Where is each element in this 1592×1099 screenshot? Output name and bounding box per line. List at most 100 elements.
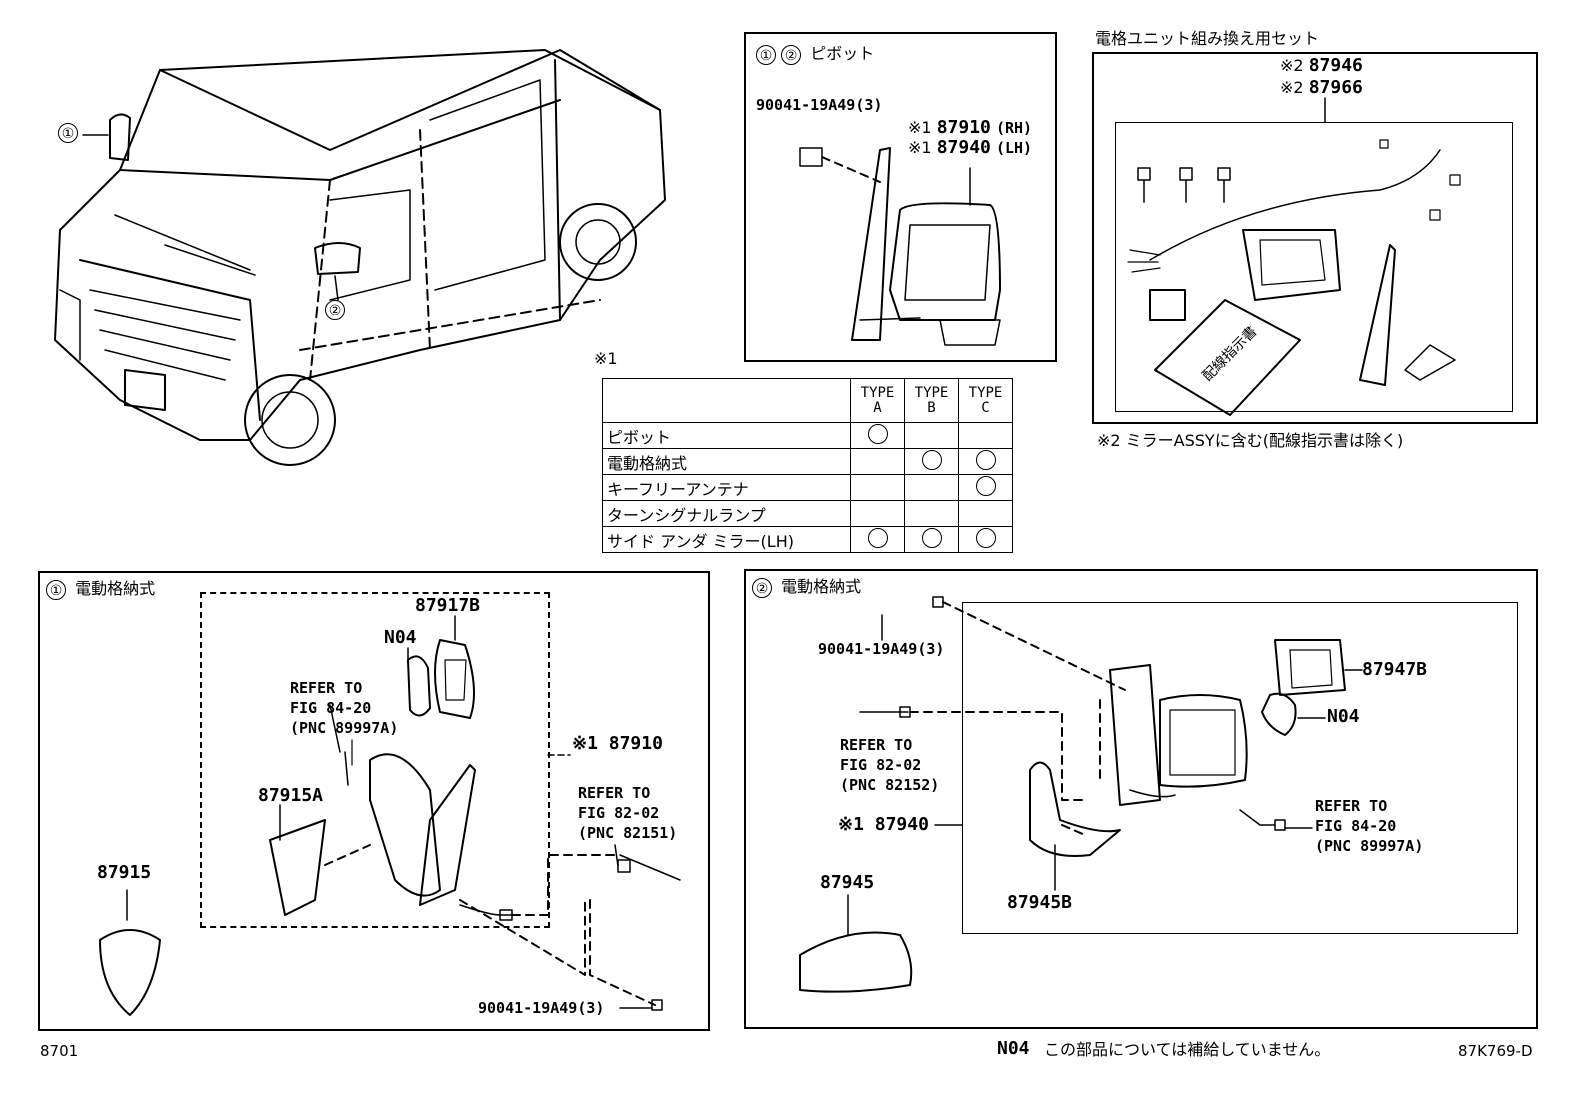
row-mark [850,474,905,501]
panel-two-bolt: 90041-19A49(3) [818,640,945,658]
refer-fig-82-02: REFER TO FIG 82-02 (PNC 82151) [578,784,678,842]
n04-label: N04 [997,1038,1030,1059]
table-col-header: TYPE A [850,378,905,423]
availability-mark [867,423,888,444]
row-label: ターンシグナルランプ [602,500,851,527]
row-mark [850,526,905,553]
table-header-row: TYPE A TYPE B TYPE C [602,378,1013,423]
pivot-title: ピボット [810,44,875,63]
refer-fig-84-20: REFER TO FIG 84-20 (PNC 89997A) [290,679,399,737]
availability-mark [975,449,996,470]
panel-one-assy-box [200,592,550,928]
availability-mark [921,527,942,548]
table-corner [602,378,851,423]
row-label: 電動格納式 [602,448,851,475]
kit-part-b-row: ※2 87966 [1280,78,1363,98]
kit-inner-box [1115,122,1513,412]
kit-panel [1092,52,1538,424]
kit-illustration [1127,139,1461,416]
row-mark [850,422,905,449]
page-code: 8701 [40,1042,79,1060]
assy-87910: ※1 87910 [572,733,663,754]
table-row: ターンシグナルランプ [602,500,1013,527]
panel-two-assy-box [962,602,1518,934]
leader-lines [126,97,1363,1009]
refer-fig-82-02: REFER TO FIG 82-02 (PNC 82152) [840,736,940,794]
pivot-panel [744,32,1057,362]
row-mark [958,422,1013,449]
row-mark [904,448,959,475]
table-row: キーフリーアンテナ [602,474,1013,501]
pivot-lh-part: 87940 [936,137,991,158]
pivot-rh-side: (RH) [995,119,1033,137]
panel-one [38,571,710,1031]
panel2-illustration [799,596,1346,993]
row-mark [958,500,1013,527]
row-mark [904,474,959,501]
pivot-rh-part: 87910 [936,117,991,138]
assy-87910-row: ※1 87910 [572,734,663,754]
availability-mark [921,449,942,470]
assy-87940: ※1 87940 [838,814,929,835]
row-mark [850,448,905,475]
panel-one-label: 電動格納式 [75,579,156,598]
availability-mark [975,527,996,548]
row-label: ピボット [602,422,851,449]
row-mark [904,500,959,527]
pivot-lh-side: (LH) [995,139,1033,157]
table-note-mark: ※1 [594,349,618,368]
availability-mark [975,475,996,496]
table-col-header: TYPE C [958,378,1013,423]
panel1-illustration [99,639,681,1016]
panel-two [744,569,1538,1029]
row-mark [904,526,959,553]
table-row: 電動格納式 [602,448,1013,475]
row-mark [958,526,1013,553]
note-mark: ※2 [1280,56,1304,75]
row-mark [904,422,959,449]
note-mark: ※2 [1280,78,1304,97]
assy-87940-row: ※1 87940 [838,815,929,835]
availability-mark [867,527,888,548]
kit-part-a-row: ※2 87946 [1280,56,1363,76]
part-87915A: 87915A [258,785,324,806]
callout-one: ① [756,44,776,65]
part-87917B: 87917B [415,595,481,616]
row-label: キーフリーアンテナ [602,474,851,501]
callout-one: ① [58,123,78,143]
callout-two: ② [752,577,772,598]
panel-one-bolt: 90041-19A49(3) [478,999,605,1017]
pivot-panel-title: ① ② ピボット [756,44,874,65]
part-87945: 87945 [820,872,875,893]
pivot-rh-row: ※1 87910 (RH) [908,118,1032,138]
van-illustration [54,49,666,466]
pivot-bolt-part: 90041-19A49(3) [756,96,883,114]
callout-one: ① [46,579,66,600]
type-table: TYPE A TYPE B TYPE C ピボット 電動格納式 キーフリーアンテ… [602,378,1013,553]
note-mark: ※1 [908,138,932,157]
part-N04: N04 [1327,706,1360,727]
row-mark [958,474,1013,501]
row-mark [850,500,905,527]
kit-part-a: 87946 [1308,55,1363,76]
n04-note: この部品については補給していません。 [1044,1040,1331,1059]
table-col-header: TYPE B [904,378,959,423]
pivot-mirror-illustration [799,147,1001,346]
panel-two-title: ② 電動格納式 [752,577,861,598]
pivot-lh-row: ※1 87940 (LH) [908,138,1032,158]
refer-fig-84-20: REFER TO FIG 84-20 (PNC 89997A) [1315,797,1424,855]
row-mark [958,448,1013,475]
kit-title: 電格ユニット組み換え用セット [1095,29,1320,48]
row-label: サイド アンダ ミラー(LH) [602,526,851,553]
part-87945B: 87945B [1007,892,1073,913]
part-87947B: 87947B [1362,659,1428,680]
figure-code: 87K769-D [1458,1042,1533,1060]
panel-one-title: ① 電動格納式 [46,579,155,600]
callout-two: ② [781,44,802,65]
note-mark: ※1 [908,118,932,137]
kit-footnote: ※2 ミラーASSYに含む(配線指示書は除く) [1097,431,1404,450]
table-row: サイド アンダ ミラー(LH) [602,526,1013,553]
kit-part-b: 87966 [1308,77,1363,98]
table-row: ピボット [602,422,1013,449]
